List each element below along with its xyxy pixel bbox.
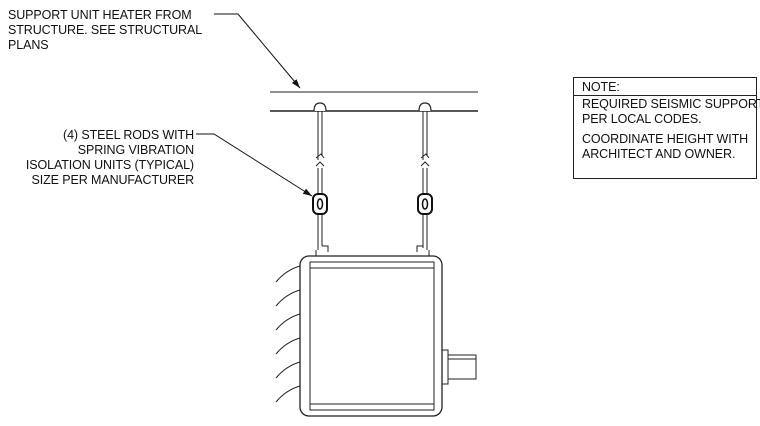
note-box: NOTE: REQUIRED SEISMIC SUPPORT PER LOCAL…	[573, 77, 760, 179]
note-item-2-line-1: COORDINATE HEIGHT WITH	[582, 132, 749, 146]
support-note-line-1: SUPPORT UNIT HEATER FROM	[8, 8, 192, 22]
note-item-1-line-2: PER LOCAL CODES.	[582, 112, 702, 126]
leader-rods-note	[196, 133, 313, 197]
note-item-2-line-2: ARCHITECT AND OWNER.	[582, 147, 736, 161]
spring-isolator-left	[312, 193, 328, 215]
spring-isolator-right	[417, 193, 433, 215]
rods-note-line-2: SPRING VIBRATION	[77, 143, 194, 157]
leader-support-note	[214, 13, 301, 89]
rods-note-line-3: ISOLATION UNITS (TYPICAL)	[25, 158, 194, 172]
unit-heater	[299, 255, 443, 417]
heater-motor	[441, 349, 477, 385]
structure-beam	[270, 91, 478, 112]
rods-note: (4) STEEL RODS WITH SPRING VIBRATION ISO…	[26, 128, 194, 188]
note-item-1-line-1: REQUIRED SEISMIC SUPPORT	[582, 97, 760, 111]
hanger-rod-right	[416, 102, 432, 256]
rods-note-line-1: (4) STEEL RODS WITH	[63, 128, 194, 142]
airflow-arcs	[275, 265, 301, 403]
note-heading: NOTE:	[574, 78, 756, 96]
support-note-line-2: STRUCTURE. SEE STRUCTURAL	[8, 23, 203, 37]
support-note-line-3: PLANS	[8, 38, 49, 52]
rods-note-line-4: SIZE PER MANUFACTURER	[31, 173, 195, 187]
hanger-rod-left	[313, 102, 329, 256]
support-note: SUPPORT UNIT HEATER FROM STRUCTURE. SEE …	[8, 8, 202, 53]
